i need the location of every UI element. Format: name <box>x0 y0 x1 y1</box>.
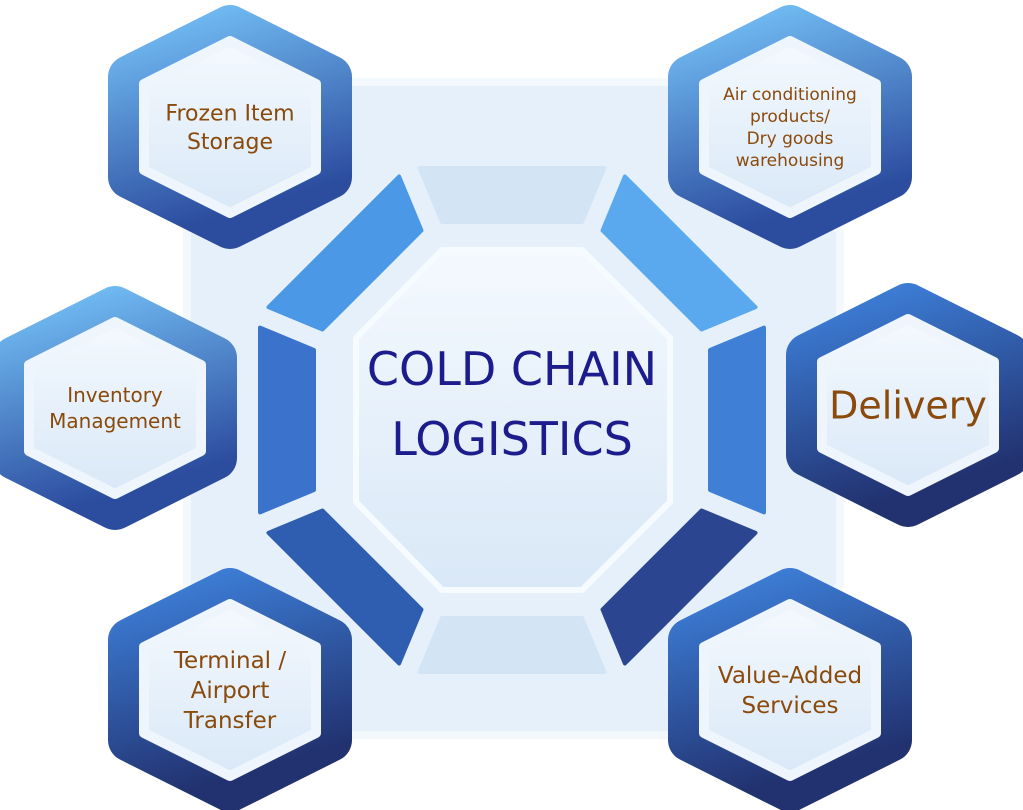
ring-segment-top-left <box>266 174 424 332</box>
node-label-line: Storage <box>187 130 273 155</box>
ring-segment-top-right <box>600 174 758 332</box>
node-label-line: warehousing <box>736 151 845 171</box>
ring-segment-bottom-right <box>600 508 758 666</box>
ring-segment-bottom-left <box>266 508 424 666</box>
hexagon-inner <box>139 599 321 781</box>
hexagon-inner <box>139 36 321 218</box>
node-label-line: Management <box>49 409 181 433</box>
node-label-line: Delivery <box>829 383 987 427</box>
node-label-line: Frozen Item <box>165 101 294 126</box>
inner-octagon <box>353 247 673 593</box>
node-label-line: Value-Added <box>718 663 862 689</box>
node-label-line: Transfer <box>183 708 277 734</box>
hexagon-inner <box>24 317 206 499</box>
node-delivery: Delivery <box>786 283 1023 527</box>
node-label-line: Inventory <box>67 383 163 407</box>
hexagon-inner <box>817 314 999 496</box>
node-label-line: Dry goods <box>747 129 834 149</box>
ring-segment-left <box>258 325 316 515</box>
node-label-line: Airport <box>191 678 270 704</box>
hexagon-inner <box>699 599 881 781</box>
center-title-line2: LOGISTICS <box>391 412 633 466</box>
ring-segments <box>258 166 766 674</box>
hexagon-inner <box>699 36 881 218</box>
node-label-line: Air conditioning <box>723 85 857 105</box>
node-label-line: Terminal / <box>173 648 287 674</box>
ring-segment-top <box>417 166 607 224</box>
node-label-line: products/ <box>750 107 830 127</box>
ring-segment-bottom <box>417 616 607 674</box>
ring-segment-right <box>708 325 766 515</box>
center-title-line1: COLD CHAIN <box>367 342 657 396</box>
node-label-line: Services <box>742 693 839 719</box>
